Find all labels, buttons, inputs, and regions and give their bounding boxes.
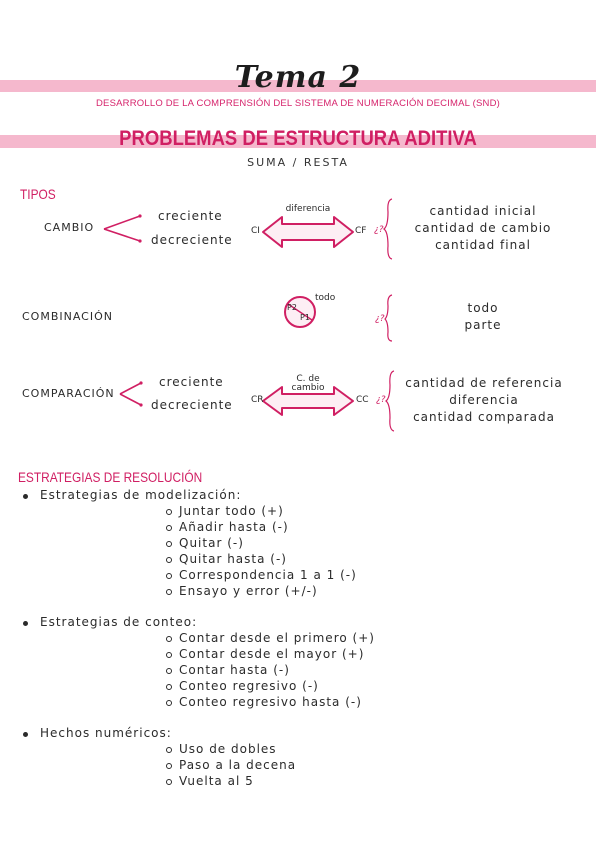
estrategias-label: ESTRATEGIAS DE RESOLUCIÓN <box>18 469 203 485</box>
list-item: Conteo regresivo (-) <box>166 679 319 693</box>
list-item: Correspondencia 1 a 1 (-) <box>166 568 357 582</box>
cambio-branch-down <box>103 228 141 242</box>
section-heading: PROBLEMAS DE ESTRUCTURA ADITIVA <box>119 127 477 150</box>
comparacion-double-arrow-icon <box>262 386 354 416</box>
comparacion-list-2: cantidad comparada <box>413 410 555 424</box>
cambio-list-2: cantidad final <box>435 238 531 252</box>
comparacion-branch-decreciente: decreciente <box>151 398 233 412</box>
list-item: Quitar (-) <box>166 536 244 550</box>
tipos-label: TIPOS <box>20 186 56 202</box>
estrategias-group-0: Estrategias de modelización: <box>22 488 241 502</box>
comparacion-arrow-top-label-1: C. de <box>296 374 320 384</box>
section-subheading: SUMA / RESTA <box>247 156 349 169</box>
comparacion-branch-down <box>119 393 142 406</box>
list-item: Juntar todo (+) <box>166 504 284 518</box>
combinacion-circle-right-label: P1 <box>300 313 310 322</box>
comparacion-bracket <box>385 370 395 432</box>
list-item: Contar desde el mayor (+) <box>166 647 364 661</box>
combinacion-circle-top-label: todo <box>315 293 336 303</box>
combinacion-list-0: todo <box>467 301 499 315</box>
comparacion-list-1: diferencia <box>449 393 519 407</box>
list-item: Uso de dobles <box>166 742 277 756</box>
combinacion-circle-left-label: P2 <box>287 303 297 312</box>
combinacion-question: ¿? <box>375 314 385 324</box>
comparacion-arrow-right-label: CC <box>356 395 369 405</box>
list-item: Conteo regresivo hasta (-) <box>166 695 362 709</box>
cambio-list-0: cantidad inicial <box>429 204 537 218</box>
estrategias-group-2: Hechos numéricos: <box>23 726 172 740</box>
comparacion-question: ¿? <box>376 395 386 405</box>
comparacion-branch-up <box>119 382 142 395</box>
cambio-bracket <box>383 198 393 260</box>
list-item: Ensayo y error (+/-) <box>166 584 318 598</box>
combinacion-bracket <box>384 294 393 342</box>
cambio-list-1: cantidad de cambio <box>414 221 552 235</box>
cambio-question: ¿? <box>374 225 384 235</box>
cambio-branch-decreciente: decreciente <box>151 233 233 247</box>
list-item: Añadir hasta (-) <box>166 520 289 534</box>
comparacion-label: COMPARACIÓN <box>22 387 115 400</box>
comparacion-list-0: cantidad de referencia <box>405 376 563 390</box>
header-band-1 <box>0 80 596 92</box>
page-subtitle: DESARROLLO DE LA COMPRENSIÓN DEL SISTEMA… <box>95 98 501 109</box>
page-title: Tema 2 <box>234 60 362 95</box>
combinacion-label: COMBINACIÓN <box>22 310 113 323</box>
cambio-arrow-top-label: diferencia <box>285 204 331 214</box>
header-band-2 <box>0 135 596 148</box>
list-item: Quitar hasta (-) <box>166 552 287 566</box>
list-item: Contar desde el primero (+) <box>166 631 375 645</box>
estrategias-group-1: Estrategias de conteo: <box>22 615 197 629</box>
comparacion-branch-creciente: creciente <box>159 375 224 389</box>
list-item: Contar hasta (-) <box>166 663 290 677</box>
comparacion-arrow-left-label: CR <box>251 395 264 405</box>
cambio-arrow-left-label: CI <box>251 226 260 236</box>
cambio-arrow-right-label: CF <box>355 226 367 236</box>
comparacion-arrow-top-label-2: cambio <box>291 383 325 393</box>
cambio-label: CAMBIO <box>44 221 95 234</box>
cambio-branch-up <box>103 215 141 230</box>
cambio-double-arrow-icon <box>262 216 354 248</box>
combinacion-list-1: parte <box>464 318 502 332</box>
list-item: Vuelta al 5 <box>166 774 254 788</box>
cambio-branch-creciente: creciente <box>158 209 223 223</box>
list-item: Paso a la decena <box>166 758 296 772</box>
